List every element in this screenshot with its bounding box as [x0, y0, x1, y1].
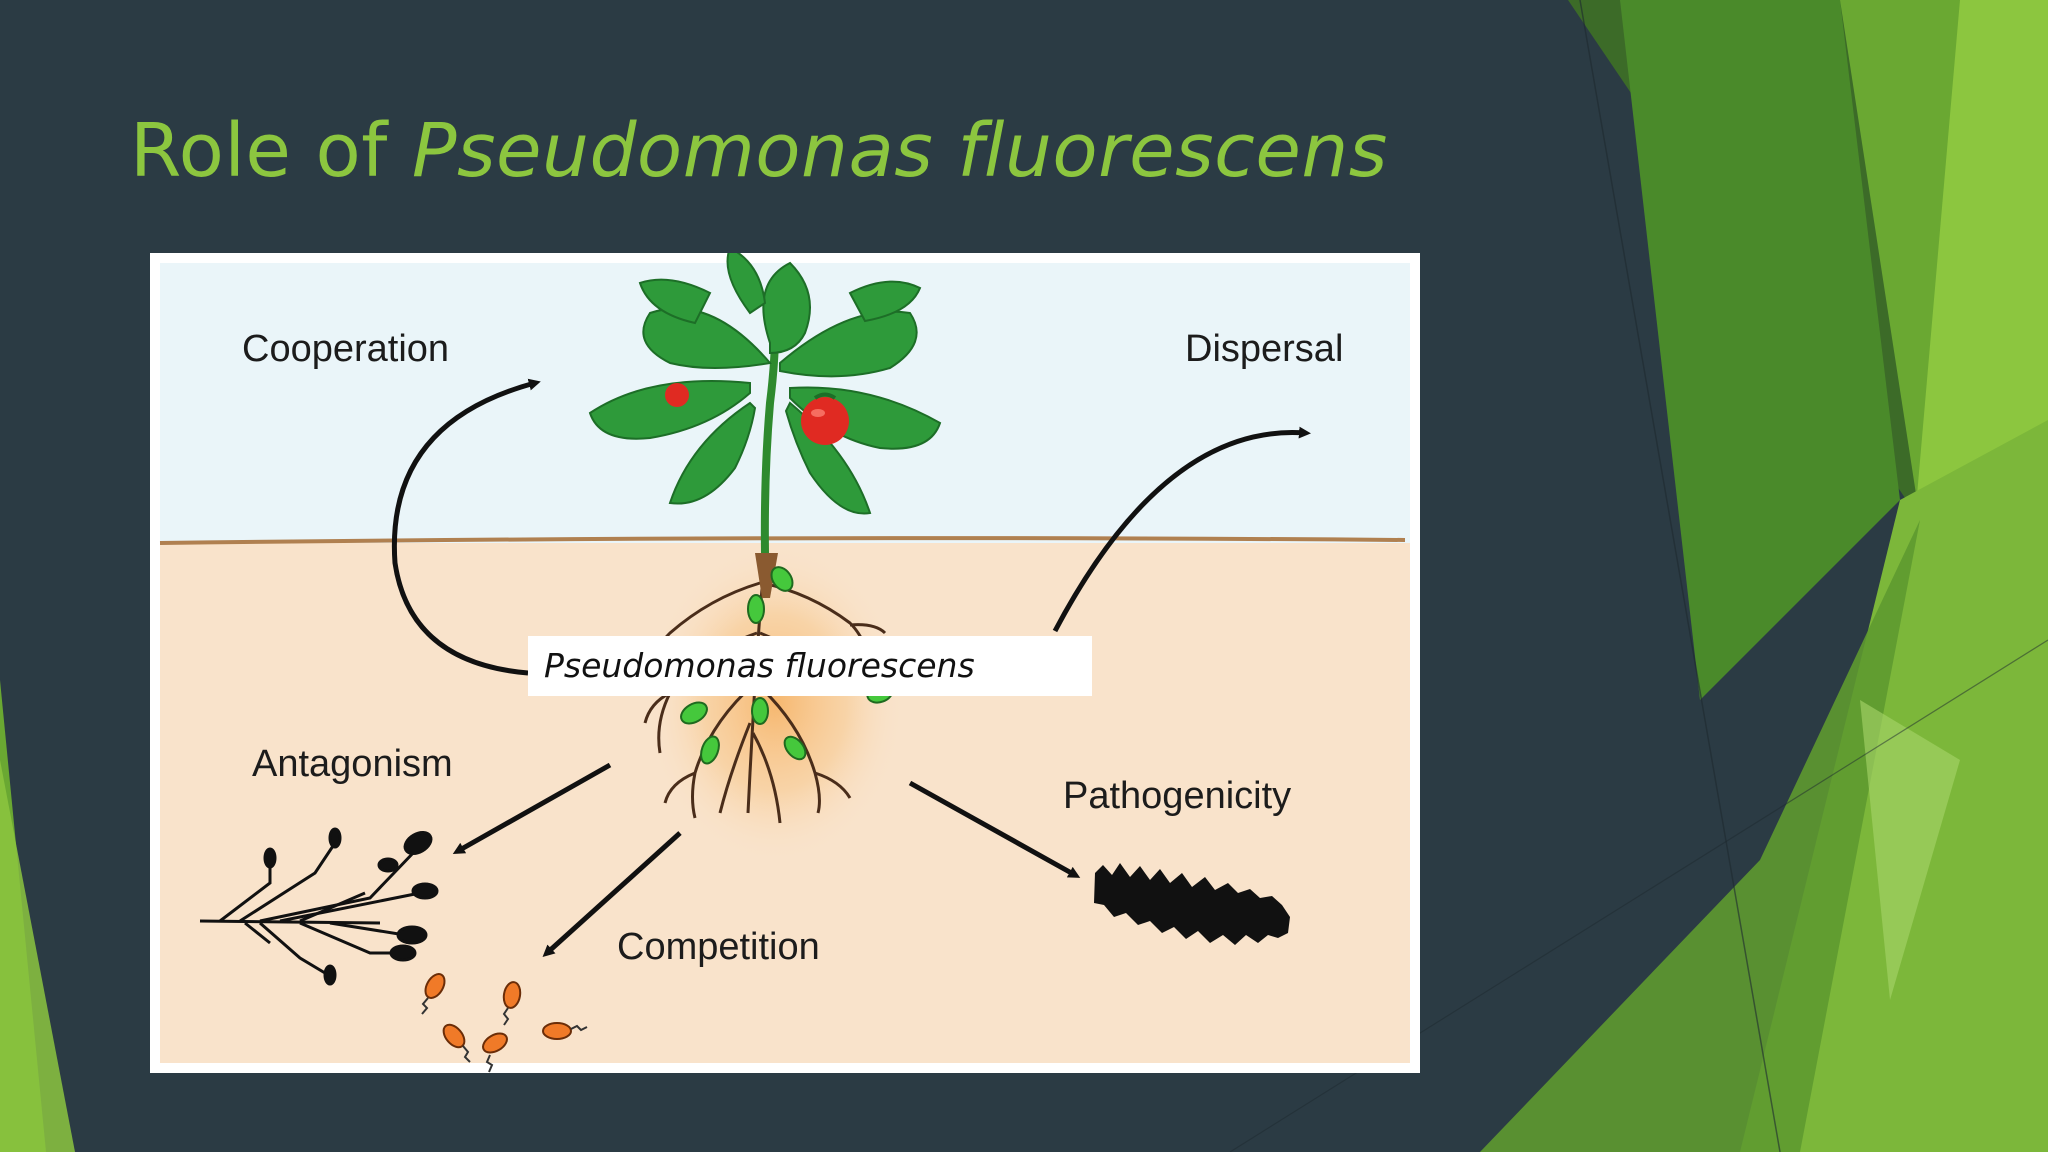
label-competition: Competition — [617, 926, 820, 968]
caterpillar-icon — [1094, 863, 1290, 945]
label-dispersal: Dispersal — [1185, 328, 1344, 370]
tomato-leaves — [588, 253, 942, 515]
fungus-icon — [199, 827, 439, 986]
root-crown — [755, 553, 778, 598]
spore-flagella — [421, 997, 588, 1073]
bacteria-roles-diagram: Cooperation Dispersal Antagonism Pathoge… — [150, 253, 1420, 1073]
diagram-arrows — [391, 378, 1311, 958]
tomato-fruits — [665, 383, 849, 445]
ground-line — [159, 536, 1406, 545]
plant-stem — [760, 332, 779, 554]
title-species: Pseudomonas fluorescens — [411, 108, 1388, 194]
label-antagonism: Antagonism — [252, 743, 453, 785]
title-prefix: Role of — [130, 108, 388, 194]
diagram-art — [159, 253, 1410, 1073]
species-caption: Pseudomonas fluorescens — [528, 636, 1092, 696]
slide-title: Role of Pseudomonas fluorescens — [130, 108, 1388, 194]
label-cooperation: Cooperation — [242, 328, 450, 370]
competitor-spores — [424, 973, 572, 1054]
label-pathogenicity: Pathogenicity — [1063, 775, 1292, 817]
